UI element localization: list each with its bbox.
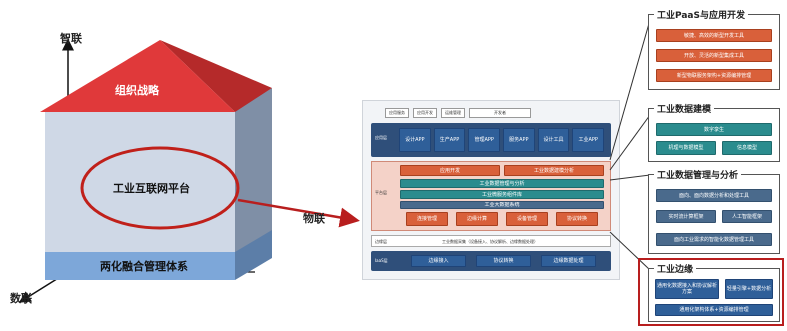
house-base-side [235,230,272,280]
bottom-box: 边缘数据处理 [541,255,596,267]
arch-app-layer: 应用层 设计APP 生产APP 管理APP 服务APP 设计工具 工业APP [371,123,611,157]
section-title: 工业PaaS与应用开发 [654,8,748,21]
section-box: 信息模型 [722,141,772,155]
arch-tab: 开发者 [469,108,531,118]
app-box: 管理APP [468,128,501,152]
platform-ellipse [80,146,240,230]
app-box: 设计APP [399,128,431,152]
section-box: 数字孪生 [656,123,772,136]
section-box: 面向、面向数据分析和处理工具 [656,189,772,202]
base-label: 两化融合管理体系 [100,260,188,273]
axis-label-zhilian: 智联 [60,32,82,45]
platform-small-box: 设备管理 [506,212,548,226]
platform-label: 工业互联网平台 [113,182,190,195]
section-box: 通用化架构体系+资源编排管理 [655,304,773,316]
section-title: 工业数据建模 [654,102,715,115]
platform-layer-label: 平台层 [375,190,387,195]
axis-label-wulian: 物联 [303,212,325,225]
arch-platform-layer: 平台层 应用开发 工业数据建模分析 工业数据管理与分析 工业微服务组件库 工业大… [371,161,611,231]
house-base [45,252,235,280]
red-arrow [237,198,360,228]
house-side-wall [235,88,272,265]
app-box: 设计工具 [537,128,570,152]
architecture-diagram: 应用服务 应用开发 运维管理 开发者 应用层 设计APP 生产APP 管理APP… [362,100,620,280]
house-roof-side [160,40,272,112]
section-box: 人工智能框架 [722,210,772,223]
platform-bar: 工业大数据系统 [400,201,604,209]
arch-bottom-layer: IaaS层 边缘接入 协议转换 边缘数据处理 [371,251,611,271]
app-box: 工业APP [572,128,605,152]
section-edge: 通用化数据接入和协议解析方案 轻量引擎+数据分析 通用化架构体系+资源编排管理 [648,268,780,322]
axis-label-shulian: 数联 [10,292,32,305]
platform-small-box: 协议转换 [556,212,598,226]
house-front-wall [45,112,235,252]
edge-bar: 工业数据采集（设备接入、协议解析、边缘数据处理） [442,239,538,244]
house-diagram [18,38,360,303]
app-box: 服务APP [503,128,535,152]
section-box: 机理与数据模型 [656,141,716,155]
section-title: 工业边缘 [654,262,697,275]
house-roof [40,40,235,112]
bottom-layer-label: IaaS层 [375,258,388,263]
app-box: 生产APP [433,128,466,152]
edge-layer-label: 边缘层 [375,239,387,244]
section-edge-highlight [638,258,784,326]
connector-lines [609,19,651,271]
section-paas: 敏捷、高效的新型开发工具 开放、灵活的新型集成工具 新型物联服务架构+资源编排管… [648,14,780,90]
app-layer-label: 应用层 [375,135,387,140]
section-box: 开放、灵活的新型集成工具 [656,49,772,62]
platform-box: 工业数据管理与分析 [400,179,604,188]
arch-top-tabs: 应用服务 应用开发 运维管理 开发者 [385,108,610,118]
platform-box: 工业数据建模分析 [504,165,604,176]
arch-tab: 应用开发 [413,108,437,118]
arch-tab: 应用服务 [385,108,409,118]
arch-tab: 运维管理 [441,108,465,118]
section-box: 通用化数据接入和协议解析方案 [655,279,719,299]
arch-edge-layer: 边缘层 工业数据采集（设备接入、协议解析、边缘数据处理） [371,235,611,247]
section-title: 工业数据管理与分析 [654,168,742,181]
platform-box: 工业微服务组件库 [400,190,604,199]
roof-label: 组织战略 [115,84,159,97]
section-box: 新型物联服务架构+资源编排管理 [656,69,772,82]
platform-small-box: 连接管理 [406,212,448,226]
section-box: 面向工业需求的智能化数据管理工具 [656,233,772,246]
platform-small-box: 边缘计算 [456,212,498,226]
bottom-box: 协议转换 [476,255,531,267]
section-box: 轻量引擎+数据分析 [725,279,773,299]
section-box: 敏捷、高效的新型开发工具 [656,29,772,42]
bottom-box: 边缘接入 [411,255,466,267]
platform-box: 应用开发 [400,165,500,176]
section-data-mgmt: 面向、面向数据分析和处理工具 实时流计算框架 人工智能框架 面向工业需求的智能化… [648,174,780,254]
section-modeling: 数字孪生 机理与数据模型 信息模型 [648,108,780,162]
section-box: 实时流计算框架 [656,210,716,223]
